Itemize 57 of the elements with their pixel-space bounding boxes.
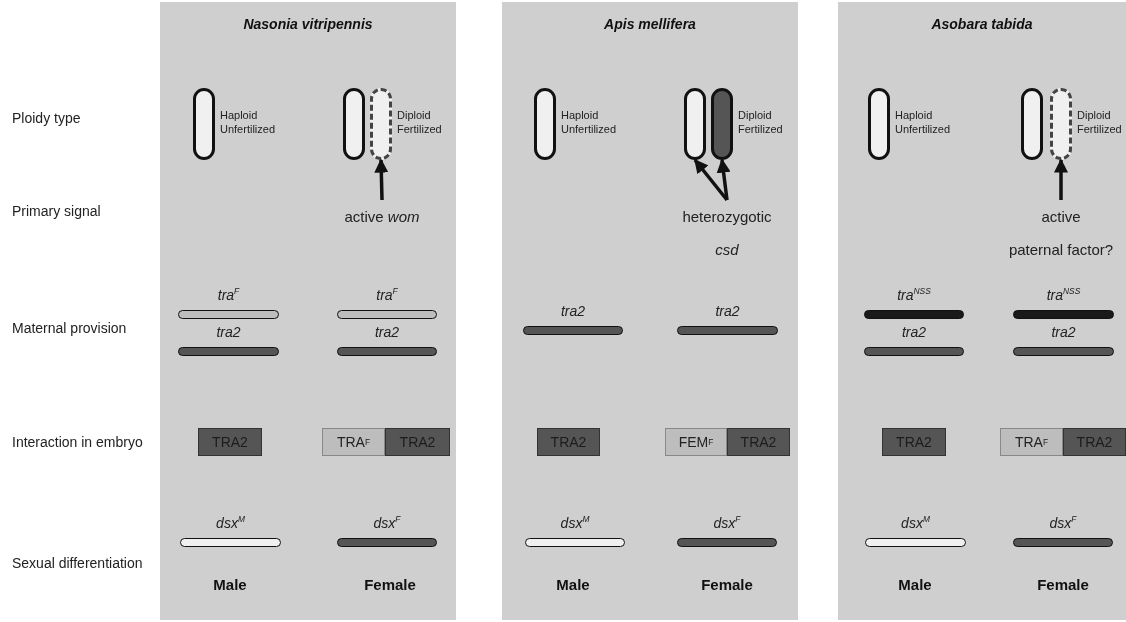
row-label: Maternal provision	[12, 320, 127, 336]
species-panel	[838, 2, 1126, 620]
row-label: Sexual differentiation	[12, 555, 143, 571]
sex-label: Female	[363, 576, 417, 593]
gene-label: tra$^{NSS}$	[896, 287, 932, 303]
ploidy-label: Haploid Unfertilized	[561, 108, 618, 136]
signal-label: paternal factor?	[1007, 241, 1115, 258]
protein-box: TRA2	[385, 428, 450, 456]
gene-label: tra2	[1050, 324, 1077, 340]
ploidy-label: Diploid Fertilized	[1077, 108, 1123, 136]
gene-label: tra$^{NSS}$	[1045, 287, 1082, 303]
signal-label: csd	[714, 241, 740, 258]
species-heading: Nasonia vitripennis	[242, 16, 374, 32]
arrow	[693, 158, 729, 202]
row-label: Ploidy type	[12, 110, 81, 126]
sex-label: Female	[700, 576, 754, 593]
signal-label: active wom	[343, 208, 421, 225]
arrow	[716, 158, 731, 201]
sex-label: Male	[897, 576, 933, 593]
arrow	[374, 158, 389, 201]
ploidy-label: Haploid Unfertilized	[895, 108, 952, 136]
gene-label: dsx$^{M}$	[215, 515, 246, 531]
signal-label: active	[1040, 208, 1082, 225]
gene-label: dsx$^{F}$	[372, 515, 402, 531]
protein-box: TRA$^{F}$	[1000, 428, 1063, 456]
protein-box: FEM$^{F}$	[665, 428, 727, 456]
gene-label: tra2	[559, 303, 587, 319]
sex-label: Male	[212, 576, 248, 593]
species-heading: Apis mellifera	[603, 16, 697, 32]
species-panel	[502, 2, 798, 620]
species-panel	[160, 2, 456, 620]
sex-label: Female	[1036, 576, 1090, 593]
protein-box: TRA2	[537, 428, 600, 456]
sex-label: Male	[555, 576, 591, 593]
gene-label: tra2	[900, 324, 928, 340]
gene-label: dsx$^{F}$	[712, 515, 742, 531]
ploidy-label: Diploid Fertilized	[738, 108, 784, 136]
gene-label: dsx$^{F}$	[1048, 515, 1078, 531]
protein-box: TRA$^{F}$	[322, 428, 385, 456]
ploidy-label: Diploid Fertilized	[397, 108, 443, 136]
gene-label: dsx$^{M}$	[900, 515, 931, 531]
row-label: Interaction in embryo	[12, 434, 143, 450]
gene-label: tra$^{F}$	[216, 287, 241, 303]
species-heading: Asobara tabida	[930, 16, 1034, 32]
gene-label: tra$^{F}$	[375, 287, 399, 303]
gene-label: tra2	[215, 324, 242, 340]
gene-label: tra2	[714, 303, 741, 319]
gene-label: tra2	[373, 324, 401, 340]
protein-box: TRA2	[882, 428, 946, 456]
gene-label: dsx$^{M}$	[559, 515, 591, 531]
protein-box: TRA2	[198, 428, 262, 456]
signal-label: heterozygotic	[681, 208, 773, 225]
protein-box: TRA2	[1063, 428, 1126, 456]
arrow	[1054, 158, 1068, 200]
ploidy-label: Haploid Unfertilized	[220, 108, 277, 136]
protein-box: TRA2	[727, 428, 790, 456]
row-label: Primary signal	[12, 203, 101, 219]
